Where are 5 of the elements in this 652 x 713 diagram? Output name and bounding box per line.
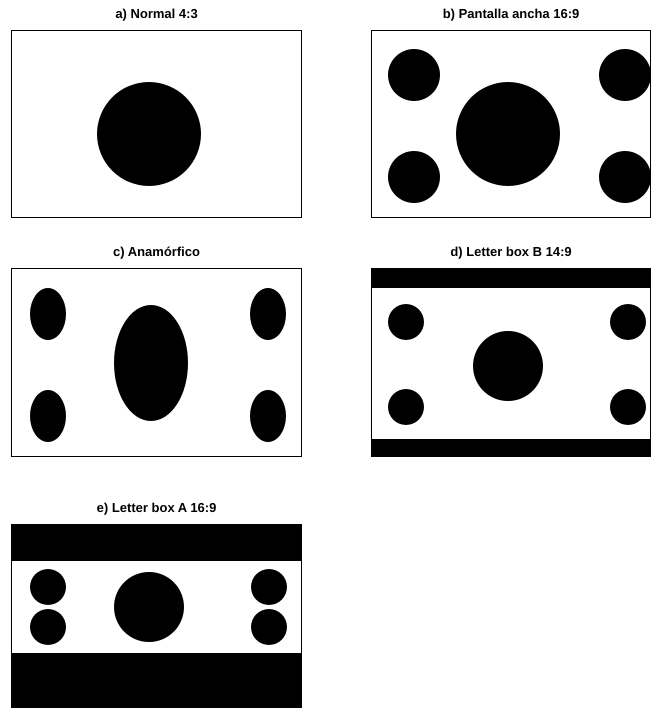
panel-title: b) Pantalla ancha 16:9 [442, 6, 580, 21]
panel-title: c) Anamórfico [113, 244, 200, 259]
panel-title: d) Letter box B 14:9 [450, 244, 572, 259]
panel-title: e) Letter box A 16:9 [96, 500, 216, 515]
panel-title: a) Normal 4:3 [115, 6, 198, 21]
